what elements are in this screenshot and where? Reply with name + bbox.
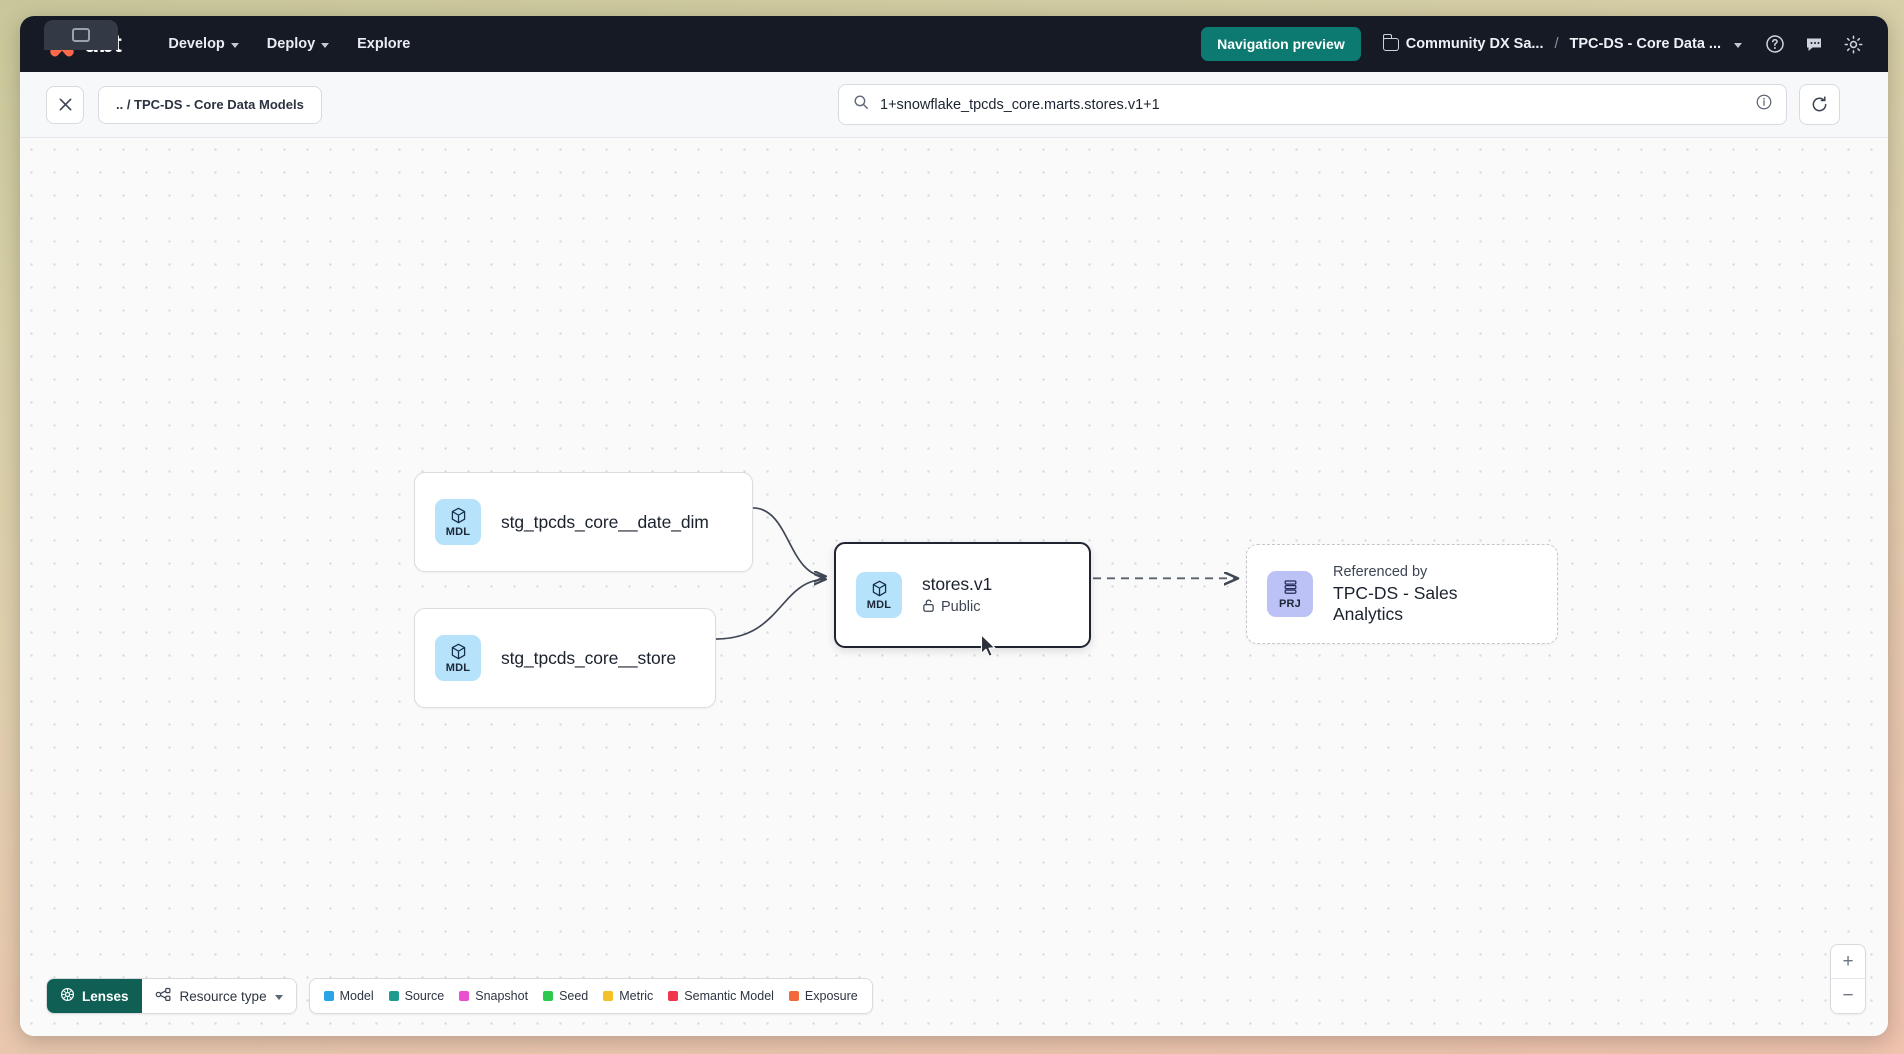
legend-label: Metric [619,989,654,1003]
node-title: stg_tpcds_core__store [501,647,676,668]
nav-item-explore[interactable]: Explore [346,29,421,59]
breadcrumb-separator: / [1554,36,1559,52]
edge-date-dim-to-stores [752,507,826,576]
edge-store-to-stores [715,579,826,640]
navigation-preview-button[interactable]: Navigation preview [1201,27,1361,61]
info-icon[interactable] [1755,93,1773,116]
resource-badge-label: PRJ [1279,598,1301,610]
nav-item-explore-label: Explore [357,36,411,52]
legend-item[interactable]: Model [323,989,374,1003]
node-title: stg_tpcds_core__date_dim [501,511,709,532]
legend-item[interactable]: Source [388,989,445,1003]
resource-type-label: Resource type [179,988,267,1004]
node-text-block: stg_tpcds_core__store [501,648,676,669]
node-caption: Referenced by [1333,563,1428,580]
nav-item-develop-label: Develop [168,36,225,52]
resource-badge-project: PRJ [1267,571,1313,617]
graph-node-referenced-project[interactable]: PRJ Referenced by TPC-DS - Sales Analyti… [1246,544,1558,644]
close-icon[interactable] [46,85,84,124]
lineage-edges [715,507,1888,640]
resource-badge-model: MDL [435,635,481,681]
unlock-icon [922,598,935,617]
resource-badge-label: MDL [445,526,471,538]
graph-node-stg-store[interactable]: MDL stg_tpcds_core__store [414,608,716,708]
window-icon [72,28,90,42]
search-icon [853,94,869,115]
legend-swatch [603,991,614,1001]
folder-icon [1382,34,1399,51]
help-circle-icon[interactable] [1760,29,1790,59]
chevron-down-icon [274,994,283,1000]
browser-window: dbt Develop Deploy Explore Navigation pr… [20,16,1888,1036]
resource-badge-label: MDL [866,599,892,611]
resource-type-legend: Model Source Snapshot Seed Metric Semantic Mo… [308,978,873,1014]
breadcrumb-account-label: Community DX Sa... [1405,36,1544,52]
legend-swatch [543,991,554,1001]
nav-item-deploy[interactable]: Deploy [256,29,340,59]
legend-item[interactable]: Semantic Model [668,989,774,1003]
node-access-level: Public [922,598,992,617]
legend-label: Exposure [804,989,858,1003]
lenses-icon [60,987,75,1005]
lenses-control-group: Lenses Resource type [46,978,297,1014]
feedback-icon[interactable] [1799,29,1829,59]
explorer-toolbar: .. / TPC-DS - Core Data Models [20,72,1888,138]
resource-badge-model: MDL [856,572,902,618]
zoom-controls: + − [1830,944,1866,1014]
legend-item[interactable]: Seed [543,989,588,1003]
breadcrumb-project-label: TPC-DS - Core Data ... [1569,36,1721,52]
legend-label: Model [339,989,374,1003]
lenses-label: Lenses [82,988,129,1004]
node-access-label: Public [941,599,981,615]
chevron-down-icon [230,42,239,48]
lineage-graph-canvas[interactable]: MDL stg_tpcds_core__date_dim MDL stg_tpc… [20,138,1888,1036]
search-input[interactable] [880,96,1744,113]
legend-swatch [323,991,334,1001]
node-text-block: stores.v1 Public [922,574,992,617]
chevron-down-icon [1734,42,1742,48]
legend-label: Source [404,989,445,1003]
top-navigation-right: Navigation preview Community DX Sa... / … [1201,27,1868,61]
legend-swatch [459,991,470,1001]
legend-label: Semantic Model [684,989,774,1003]
search-area [838,84,1840,125]
gear-icon[interactable] [1838,29,1868,59]
legend-item[interactable]: Snapshot [459,989,528,1003]
breadcrumb-account[interactable]: Community DX Sa... [1382,34,1544,52]
legend-swatch [668,991,679,1001]
node-title: stores.v1 [922,573,993,594]
node-text-block: stg_tpcds_core__date_dim [501,512,709,533]
zoom-out-button[interactable]: − [1842,985,1854,1006]
resource-badge-model: MDL [435,499,481,545]
breadcrumb-project[interactable]: TPC-DS - Core Data ... [1570,36,1742,52]
graph-node-stores-v1[interactable]: MDL stores.v1 Public [834,542,1091,648]
refresh-icon[interactable] [1799,84,1840,125]
legend-label: Snapshot [475,989,529,1003]
lenses-button[interactable]: Lenses [47,979,142,1013]
top-navigation-bar: dbt Develop Deploy Explore Navigation pr… [20,16,1888,72]
legend-swatch [388,991,399,1001]
browser-tab-nub[interactable] [44,20,118,50]
nav-item-develop[interactable]: Develop [157,29,249,59]
resource-badge-label: MDL [445,662,471,674]
graph-bottom-toolbar: Lenses Resource type [46,978,873,1014]
resource-type-dropdown[interactable]: Resource type [141,979,296,1013]
chevron-down-icon [321,42,330,48]
zoom-in-button[interactable]: + [1831,945,1865,979]
legend-item[interactable]: Metric [603,989,653,1003]
breadcrumb-project-chip[interactable]: .. / TPC-DS - Core Data Models [98,85,322,124]
legend-swatch [788,991,799,1001]
nav-item-deploy-label: Deploy [266,36,316,52]
legend-label: Seed [559,989,589,1003]
lineage-search-box[interactable] [838,84,1787,125]
legend-item[interactable]: Exposure [788,989,858,1003]
resource-type-icon [155,987,172,1005]
node-title: TPC-DS - Sales Analytics [1333,582,1458,624]
node-text-block: Referenced by TPC-DS - Sales Analytics [1333,564,1531,625]
graph-node-stg-date-dim[interactable]: MDL stg_tpcds_core__date_dim [414,472,753,572]
